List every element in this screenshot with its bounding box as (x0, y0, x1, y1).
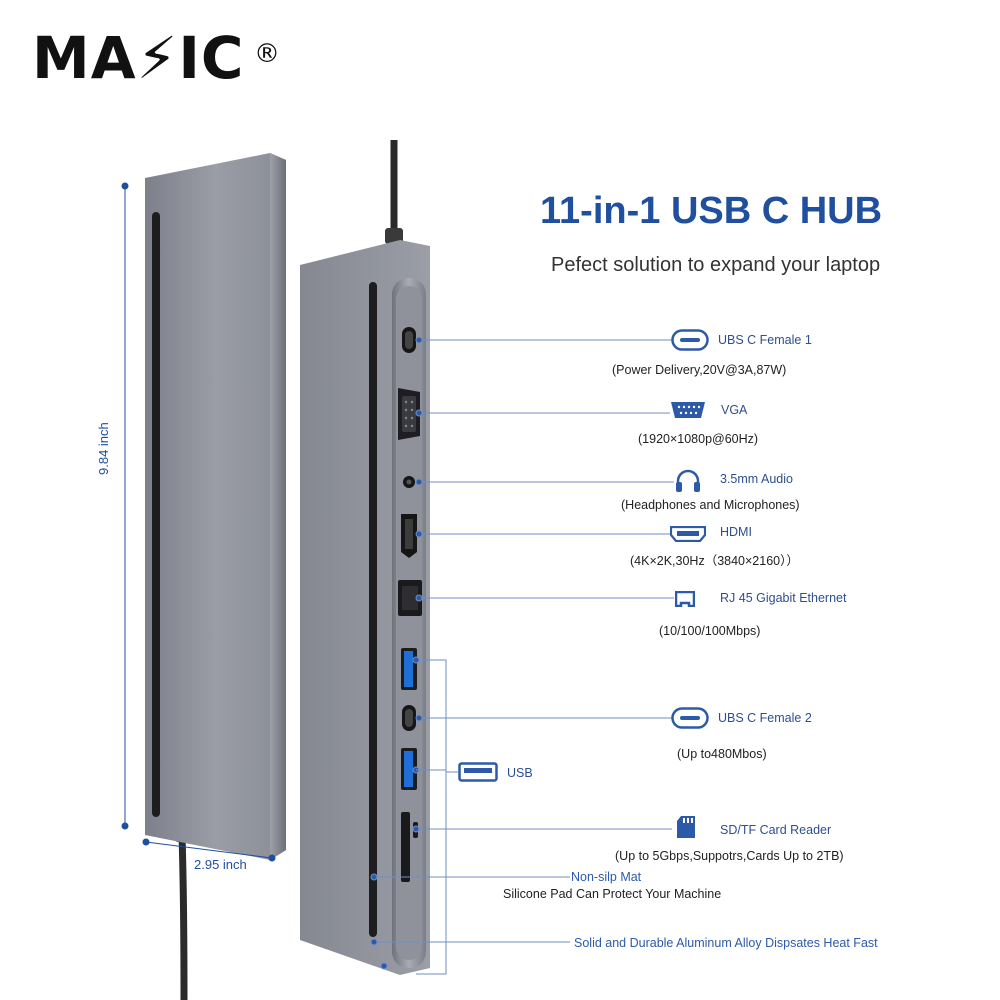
product-title: 11-in-1 USB C HUB (540, 190, 883, 232)
back-hub-cable (178, 834, 188, 1000)
usb-c-1-desc: (Power Delivery,20V@3A,87W) (612, 363, 787, 377)
front-hub (300, 240, 430, 975)
vga-desc: (1920×1080p@60Hz) (638, 432, 759, 446)
sd-card-icon (676, 815, 696, 839)
audio-desc: (Headphones and Microphones) (621, 498, 800, 512)
ethernet-desc: (10/100/100Mbps) (659, 624, 761, 638)
headphones-icon (675, 469, 701, 493)
sd-slot (401, 812, 410, 882)
vga-label: VGA (721, 403, 748, 417)
hdmi-desc: (4K×2K,30Hz（3840×2160）） (630, 554, 799, 568)
audio-label: 3.5mm Audio (720, 472, 793, 486)
front-cable-plug (385, 228, 403, 244)
hdmi-icon (670, 526, 706, 542)
usb-c-2-label: UBS C Female 2 (718, 711, 812, 725)
usb-a-icon (458, 762, 498, 782)
usb-c-icon (671, 329, 709, 351)
brand-logo: MA⚡IC ® (32, 22, 280, 94)
vga-icon (670, 401, 706, 419)
sd-desc: (Up to 5Gbps,Suppotrs,Cards Up to 2TB) (615, 849, 844, 863)
usb-c-2-desc: (Up to480Mbos) (677, 747, 767, 761)
non-slip-mat-label: Non-silp Mat (571, 870, 642, 884)
usb-label: USB (507, 766, 533, 780)
ethernet-label: RJ 45 Gigabit Ethernet (720, 591, 847, 605)
brand-name: MA⚡IC (32, 24, 245, 92)
front-hub-slot (369, 282, 377, 937)
registered-mark: ® (254, 39, 281, 69)
usb-c-icon-2 (671, 707, 709, 729)
back-hub (145, 153, 286, 860)
usb-c-1-label: UBS C Female 1 (718, 333, 812, 347)
height-dimension: 9.84 inch (96, 422, 111, 475)
width-dimension: 2.95 inch (194, 857, 247, 872)
non-slip-mat-desc: Silicone Pad Can Protect Your Machine (503, 887, 722, 901)
ethernet-icon (675, 591, 695, 607)
product-subtitle: Pefect solution to expand your laptop (551, 254, 881, 276)
hdmi-label: HDMI (720, 525, 752, 539)
back-hub-slot (152, 212, 160, 817)
alloy-note: Solid and Durable Aluminum Alloy Dispsat… (574, 936, 878, 950)
sd-label: SD/TF Card Reader (720, 823, 832, 837)
